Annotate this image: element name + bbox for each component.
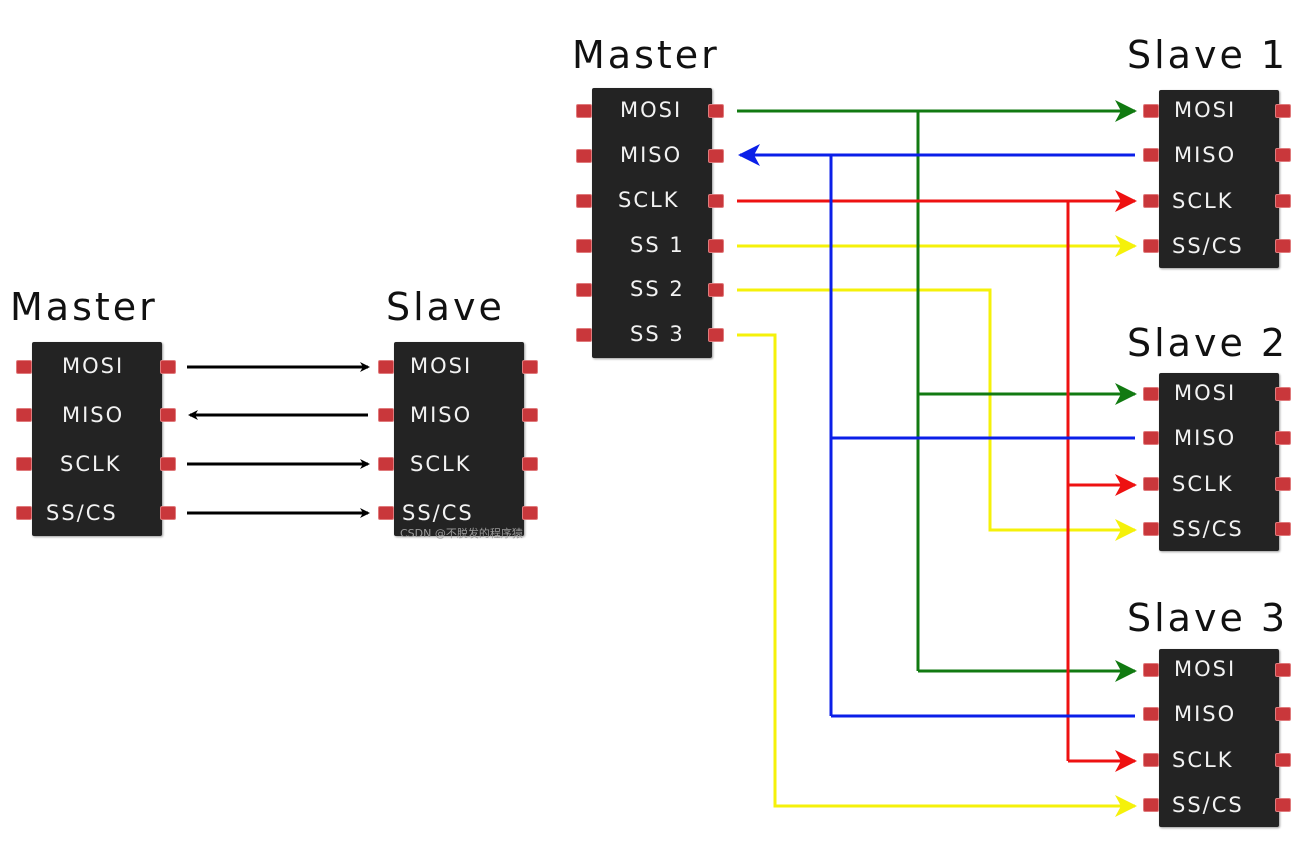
pin-label-ss2: SS 2: [630, 277, 685, 301]
slave2-chip: MOSI MISO SCLK SS/CS: [1143, 373, 1291, 551]
pin-label-mosi: MOSI: [1174, 98, 1237, 122]
slave3-chip: MOSI MISO SCLK SS/CS: [1143, 649, 1291, 827]
simple-master-chip: MOSI MISO SCLK SS/CS: [16, 342, 176, 536]
pin-label-sscs: SS/CS: [1172, 234, 1244, 258]
pin-label-miso: MISO: [62, 403, 125, 427]
pin-label-mosi: MOSI: [62, 354, 125, 378]
pin-left: [1143, 522, 1159, 536]
pin-right: [160, 506, 176, 520]
slave2-title: Slave 2: [1127, 321, 1289, 365]
pin-label-miso: MISO: [1174, 426, 1237, 450]
pin-label-sscs: SS/CS: [46, 501, 118, 525]
ss2-wire: [737, 288, 1137, 541]
pin-left: [378, 457, 394, 471]
multi-master-title: Master: [572, 33, 720, 77]
sclk-bus: [737, 190, 1137, 772]
pin-label-miso: MISO: [1174, 143, 1237, 167]
pin-right: [708, 239, 724, 253]
pin-left: [16, 360, 32, 374]
pin-left: [1143, 753, 1159, 767]
pin-right: [708, 104, 724, 118]
pin-left: [1143, 194, 1159, 208]
pin-right: [1275, 104, 1291, 118]
pin-left: [1143, 707, 1159, 721]
miso-bus: [738, 144, 1135, 718]
pin-right: [1275, 431, 1291, 445]
pin-right: [160, 408, 176, 422]
pin-left: [1143, 239, 1159, 253]
ss3-wire: [737, 333, 1137, 817]
pin-label-sscs: SS/CS: [1172, 793, 1244, 817]
slave3-title: Slave 3: [1127, 596, 1289, 640]
simple-wires: [187, 362, 370, 518]
pin-left: [576, 328, 592, 342]
slave1-title: Slave 1: [1127, 33, 1289, 77]
pin-label-mosi: MOSI: [620, 98, 683, 122]
pin-right: [522, 506, 538, 520]
watermark: CSDN @不脱发的程序猿: [400, 527, 523, 540]
pin-label-sscs: SS/CS: [402, 501, 474, 525]
pin-left: [576, 283, 592, 297]
pin-label-sclk: SCLK: [618, 188, 680, 212]
pin-left: [16, 408, 32, 422]
simple-slave-chip: MOSI MISO SCLK SS/CS: [378, 342, 538, 536]
pin-right: [1275, 522, 1291, 536]
pin-right: [522, 457, 538, 471]
pin-left: [576, 239, 592, 253]
pin-label-sclk: SCLK: [60, 452, 122, 476]
pin-label-sclk: SCLK: [1172, 472, 1234, 496]
pin-label-ss1: SS 1: [630, 233, 685, 257]
pin-left: [1143, 387, 1159, 401]
pin-label-sclk: SCLK: [410, 452, 472, 476]
pin-right: [1275, 753, 1291, 767]
pin-right: [1275, 663, 1291, 677]
pin-label-sclk: SCLK: [1172, 748, 1234, 772]
pin-right: [1275, 148, 1291, 162]
simple-slave-title: Slave: [386, 285, 505, 329]
pin-left: [1143, 477, 1159, 491]
ss-wires: [737, 235, 1137, 817]
pin-right: [708, 328, 724, 342]
pin-left: [1143, 431, 1159, 445]
pin-label-sscs: SS/CS: [1172, 517, 1244, 541]
pin-right: [708, 283, 724, 297]
pin-right: [708, 194, 724, 208]
pin-left: [378, 360, 394, 374]
pin-left: [378, 506, 394, 520]
pin-label-miso: MISO: [1174, 702, 1237, 726]
pin-label-ss3: SS 3: [630, 322, 685, 346]
pin-right: [1275, 194, 1291, 208]
pin-label-miso: MISO: [410, 403, 473, 427]
pin-left: [16, 506, 32, 520]
pin-right: [1275, 798, 1291, 812]
pin-left: [1143, 663, 1159, 677]
pin-left: [1143, 148, 1159, 162]
pin-left: [1143, 798, 1159, 812]
mosi-bus: [737, 100, 1137, 682]
pin-left: [16, 457, 32, 471]
slave1-chip: MOSI MISO SCLK SS/CS: [1143, 90, 1291, 268]
pin-left: [576, 104, 592, 118]
pin-right: [708, 149, 724, 163]
pin-right: [1275, 239, 1291, 253]
pin-right: [160, 457, 176, 471]
pin-right: [522, 360, 538, 374]
pin-label-mosi: MOSI: [1174, 657, 1237, 681]
pin-right: [522, 408, 538, 422]
pin-left: [576, 149, 592, 163]
pin-label-mosi: MOSI: [1174, 381, 1237, 405]
simple-master-title: Master: [10, 285, 158, 329]
pin-right: [1275, 477, 1291, 491]
pin-left: [1143, 104, 1159, 118]
pin-label-sclk: SCLK: [1172, 189, 1234, 213]
pin-label-mosi: MOSI: [410, 354, 473, 378]
multi-master-chip: MOSI MISO SCLK SS 1 SS 2 SS 3: [576, 88, 724, 358]
pin-right: [1275, 707, 1291, 721]
pin-right: [160, 360, 176, 374]
pin-left: [576, 194, 592, 208]
pin-left: [378, 408, 394, 422]
pin-label-miso: MISO: [620, 143, 683, 167]
pin-right: [1275, 387, 1291, 401]
